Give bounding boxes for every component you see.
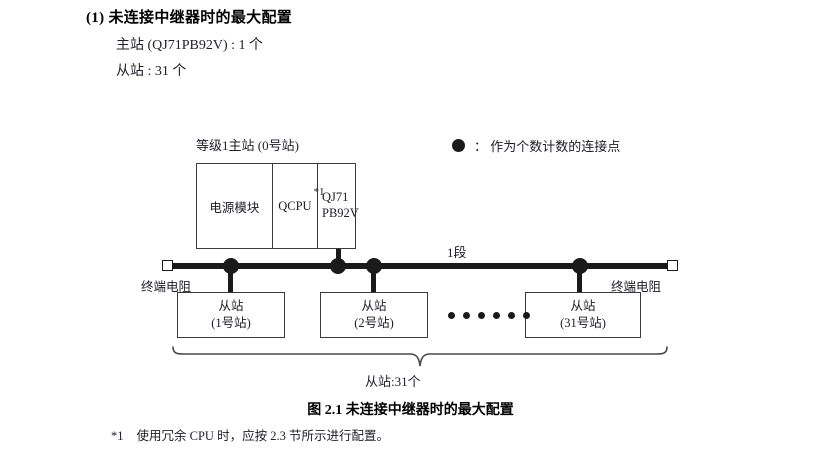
drop-line-slave-1 bbox=[228, 266, 233, 293]
filled-circle-icon bbox=[452, 139, 465, 152]
network-module-label-line2: PB92V bbox=[322, 206, 359, 220]
cpu-footnote-marker: *1 bbox=[313, 185, 325, 198]
terminator-right-icon bbox=[667, 260, 678, 271]
ellipsis-dots bbox=[448, 312, 530, 319]
footnote-marker: *1 bbox=[111, 429, 124, 443]
ellipsis-dot bbox=[463, 312, 470, 319]
legend-label: ： 作为个数计数的连接点 bbox=[474, 139, 621, 154]
terminator-left-icon bbox=[162, 260, 173, 271]
rack-cell-power-module: 电源模块 bbox=[197, 164, 272, 248]
footnote: *1 使用冗余 CPU 时，应按 2.3 节所示进行配置。 bbox=[111, 425, 389, 444]
ellipsis-dot bbox=[448, 312, 455, 319]
power-module-label: 电源模块 bbox=[209, 200, 260, 215]
footnote-text: 使用冗余 CPU 时，应按 2.3 节所示进行配置。 bbox=[136, 429, 389, 443]
terminator-left-label: 终端电阻 bbox=[141, 280, 192, 294]
slave-31-station: (31号站) bbox=[560, 316, 606, 330]
spec-master-count: 主站 (QJ71PB92V) : 1 个 bbox=[116, 38, 264, 53]
ellipsis-dot bbox=[478, 312, 485, 319]
ellipsis-dot bbox=[508, 312, 515, 319]
rack-cell-network-module: QJ71 PB92V bbox=[317, 164, 359, 248]
rack-cell-cpu: QCPU *1 bbox=[271, 164, 325, 248]
terminator-right-label: 终端电阻 bbox=[611, 280, 662, 294]
slave-2-name: 从站 bbox=[361, 299, 387, 314]
slave-1-station: (1号站) bbox=[211, 316, 251, 330]
slave-station-box-1: 从站 (1号站) bbox=[177, 292, 285, 338]
slave-2-station: (2号站) bbox=[354, 316, 394, 330]
ellipsis-dot bbox=[493, 312, 500, 319]
bus-trunk-line bbox=[168, 263, 673, 269]
slave-station-box-2: 从站 (2号站) bbox=[320, 292, 428, 338]
figure-caption: 图 2.1 未连接中继器时的最大配置 bbox=[307, 403, 514, 418]
master-station-label: 等级1主站 (0号站) bbox=[196, 138, 299, 153]
cpu-label: QCPU bbox=[278, 198, 312, 213]
segment-label: 1段 bbox=[447, 245, 467, 260]
connection-node-master bbox=[330, 258, 346, 274]
legend: ： 作为个数计数的连接点 bbox=[452, 136, 620, 155]
slave-1-name: 从站 bbox=[218, 299, 244, 314]
slave-31-name: 从站 bbox=[570, 299, 596, 314]
ellipsis-dot bbox=[523, 312, 530, 319]
page-title: (1) 未连接中继器时的最大配置 bbox=[86, 10, 293, 26]
slave-count-brace bbox=[170, 346, 670, 377]
drop-line-slave-31 bbox=[577, 266, 582, 293]
slave-station-box-31: 从站 (31号站) bbox=[525, 292, 641, 338]
master-rack: 电源模块 QCPU *1 QJ71 PB92V bbox=[196, 163, 359, 249]
slave-total-label: 从站:31个 bbox=[365, 374, 421, 389]
spec-slave-count: 从站 : 31 个 bbox=[116, 64, 187, 79]
drop-line-slave-2 bbox=[371, 266, 376, 293]
network-module-label-line1: QJ71 bbox=[322, 190, 349, 205]
